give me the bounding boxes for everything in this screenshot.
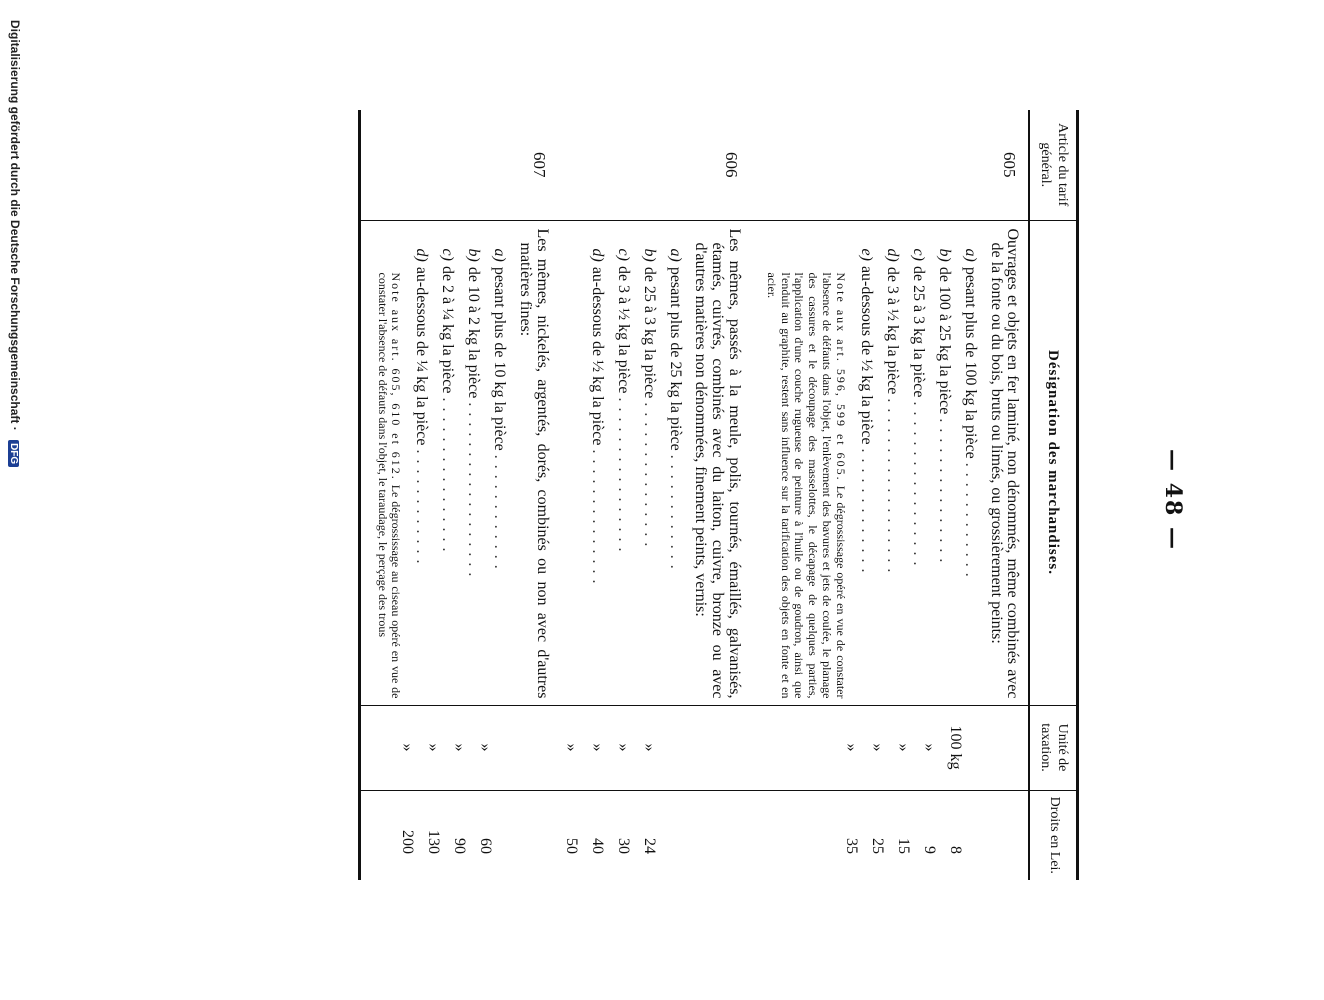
- list-item: d)au-dessous de ¼ kg la pièce . . . . . …: [413, 248, 431, 565]
- page-number: — 48 —: [1160, 449, 1186, 551]
- table-row: 606 Les mêmes, passés à la meule, polis,…: [558, 110, 751, 880]
- droits-cell: 60 90 130 200: [399, 830, 495, 854]
- list-item: a)pesant plus de 100 kg la pièce . . . .…: [961, 248, 979, 578]
- list-item: b)de 10 à 2 kg la pièce . . . . . . . . …: [465, 248, 483, 578]
- list-item: c)de 2 à ¼ kg la pièce . . . . . . . . .…: [439, 248, 457, 553]
- dfg-logo: DFG: [8, 440, 19, 468]
- list-item: b)de 100 à 25 kg la pièce . . . . . . . …: [935, 248, 953, 564]
- list-item: c)de 3 à ½ kg la pièce . . . . . . . . .…: [614, 248, 632, 553]
- article-number: 607: [359, 110, 559, 220]
- digitization-credit: Digitalisierung gefördert durch die Deut…: [8, 20, 22, 1000]
- tariff-note: Note aux art. 605, 610 et 612. Le dégros…: [375, 272, 404, 699]
- list-item: c)de 25 à 3 kg la pièce . . . . . . . . …: [909, 248, 927, 567]
- item-intro: Les mêmes, nickelés, argentés, dorés, co…: [517, 228, 552, 699]
- column-header-droits: Droits en Lei.: [1046, 796, 1062, 874]
- unit-cell: 100 kg » » » »: [750, 705, 1030, 790]
- tariff-table: Article du tarif général. Désignation de…: [358, 110, 1079, 880]
- list-item: d)au-dessous de ½ kg la pièce . . . . . …: [588, 248, 606, 585]
- table-row: 607 Les mêmes, nickelés, argentés, dorés…: [359, 110, 559, 880]
- list-item: d)de 3 à ½ kg la pièce . . . . . . . . .…: [883, 248, 901, 574]
- item-intro: Les mêmes, passés à la meule, polis, tou…: [692, 228, 744, 699]
- list-item: a)pesant plus de 25 kg la pièce . . . . …: [666, 248, 684, 570]
- column-header-article: Article du tarif général.: [1029, 110, 1078, 220]
- unit-cell: » » » »: [558, 705, 751, 790]
- unit-cell: » » » »: [359, 705, 559, 790]
- item-intro: Ouvrages et objets en fer laminé, non dé…: [987, 228, 1022, 699]
- article-number: 606: [558, 110, 751, 220]
- droits-cell: 8 9 15 25 35: [843, 838, 965, 854]
- list-item: a)pesant plus de 10 kg la pièce . . . . …: [491, 248, 509, 570]
- list-item: b)de 25 à 3 kg la pièce . . . . . . . . …: [640, 248, 658, 548]
- designation-cell: Les mêmes, nickelés, argentés, dorés, co…: [359, 220, 559, 705]
- table-header-row: Article du tarif général. Désignation de…: [1029, 110, 1078, 880]
- designation-cell: Les mêmes, passés à la meule, polis, tou…: [558, 220, 751, 705]
- droits-cell: 24 30 40 50: [563, 838, 659, 854]
- table-row: 605 Ouvrages et objets en fer laminé, no…: [750, 110, 1030, 880]
- column-header-designation: Désignation des marchandises.: [1029, 220, 1078, 705]
- designation-cell: Ouvrages et objets en fer laminé, non dé…: [750, 220, 1030, 705]
- tariff-note: Note aux art. 596, 599 et 605. Le dégros…: [764, 272, 848, 699]
- column-header-unite: Unité de taxation.: [1029, 705, 1078, 790]
- article-number: 605: [750, 110, 1030, 220]
- list-item: e)au-dessous de ½ kg la pièce . . . . . …: [857, 248, 875, 574]
